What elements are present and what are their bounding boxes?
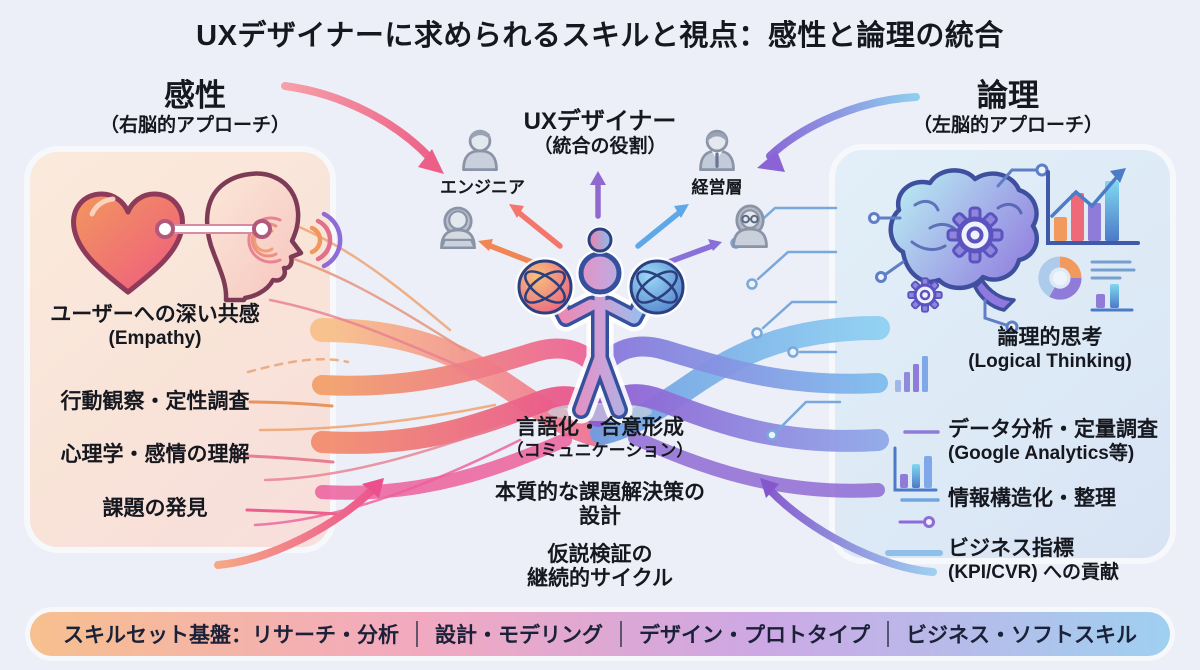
juggler-figure-icon xyxy=(515,226,687,424)
engineer-female-laptop-icon xyxy=(439,206,477,249)
logic-item-logical-thinking: 論理的思考 (Logical Thinking) xyxy=(968,326,1132,372)
flow-ribbons-left xyxy=(310,318,613,500)
sensibility-item-problem-discovery: 課題の発見 xyxy=(102,497,208,520)
globe-ball-left-icon xyxy=(515,257,575,317)
center-note-hypothesis-cycle: 仮説検証の 継続的サイクル xyxy=(527,543,673,590)
footer-separator xyxy=(887,621,889,647)
ux-designer-heading: UXデザイナー （統合の役割） xyxy=(440,108,760,158)
logic-heading: 論理 （左脳的アプローチ） xyxy=(858,78,1158,137)
stakeholder-label-executive: 経営層 xyxy=(691,178,743,197)
sensibility-heading-main: 感性 xyxy=(164,78,226,113)
footer-segment-modeling: 設計・モデリング xyxy=(435,624,603,647)
logic-heading-main: 論理 xyxy=(977,78,1039,113)
glasses-icon xyxy=(741,214,759,224)
center-note-solution-design: 本質的な課題解決策の 設計 xyxy=(495,481,705,528)
sensibility-item-observation: 行動観察・定性調査 xyxy=(60,390,250,413)
logic-item-data-analysis: データ分析・定量調査 (Google Analytics等) xyxy=(948,418,1158,464)
logic-heading-sub: （左脳的アプローチ） xyxy=(912,115,1103,137)
footer-segment-research: スキルセット基盤：リサーチ・分析 xyxy=(63,624,399,647)
ux-designer-heading-sub: （統合の役割） xyxy=(533,136,667,158)
ux-designer-heading-main: UXデザイナー xyxy=(523,108,677,135)
footer-segment-prototype: デザイン・プロトタイプ xyxy=(639,624,870,647)
logic-item-information-structuring: 情報構造化・整理 xyxy=(948,487,1116,510)
footer-separator xyxy=(416,621,418,647)
sensibility-item-empathy: ユーザーへの深い共感 (Empathy) xyxy=(50,303,260,349)
footer-separator xyxy=(620,621,622,647)
right-circuit-lines xyxy=(730,206,842,441)
globe-ball-right-icon xyxy=(627,257,687,317)
footer-segment-business: ビジネス・ソフトスキル xyxy=(906,624,1137,647)
executive-female-icon xyxy=(732,204,768,248)
sensibility-item-psychology: 心理学・感情の理解 xyxy=(60,443,250,466)
sensibility-heading-sub: （右脳的アプローチ） xyxy=(99,115,290,137)
small-ball-icon xyxy=(586,226,614,254)
stakeholder-label-engineer: エンジニア xyxy=(440,178,525,197)
sensibility-heading: 感性 （右脳的アプローチ） xyxy=(45,78,345,137)
footer-skillset-bar: スキルセット基盤：リサーチ・分析 設計・モデリング デザイン・プロトタイプ ビジ… xyxy=(30,612,1170,656)
center-note-communication: 言語化・合意形成 （コミュニケーション） xyxy=(506,416,694,460)
page-title: UXデザイナーに求められるスキルと視点：感性と論理の統合 xyxy=(196,20,1004,52)
logic-item-business-metrics: ビジネス指標 (KPI/CVR) への貢献 xyxy=(948,537,1120,583)
